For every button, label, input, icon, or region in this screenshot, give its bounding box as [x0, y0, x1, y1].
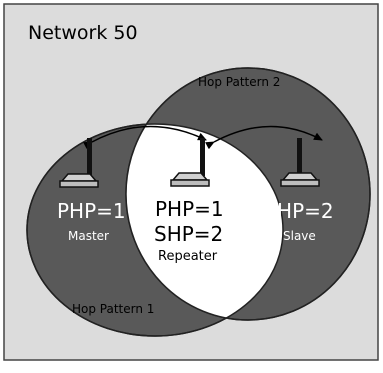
slave-role-label: Slave: [283, 229, 316, 243]
hop-pattern-1-outline: [26, 123, 284, 337]
repeater-radio-icon: [170, 138, 210, 187]
hop-pattern-2-outline: [125, 67, 371, 321]
repeater-php-label: PHP=1: [155, 197, 224, 221]
repeater-slave-link-arrow: [205, 125, 323, 150]
slave-php-label: PHP=2: [265, 199, 334, 223]
overlap-region: [126, 124, 283, 320]
hop-pattern-1-label: Hop Pattern 1: [72, 302, 154, 316]
repeater-shp-label: SHP=2: [154, 222, 223, 246]
master-role-label: Master: [68, 229, 109, 243]
master-radio-icon: [59, 138, 99, 188]
master-php-label: PHP=1: [57, 199, 126, 223]
master-repeater-link-arrow: [83, 125, 207, 150]
hop-pattern-2-label: Hop Pattern 2: [198, 75, 280, 89]
repeater-role-label: Repeater: [158, 249, 218, 264]
network-title: Network 50: [28, 22, 138, 44]
slave-radio-icon: [280, 138, 320, 187]
